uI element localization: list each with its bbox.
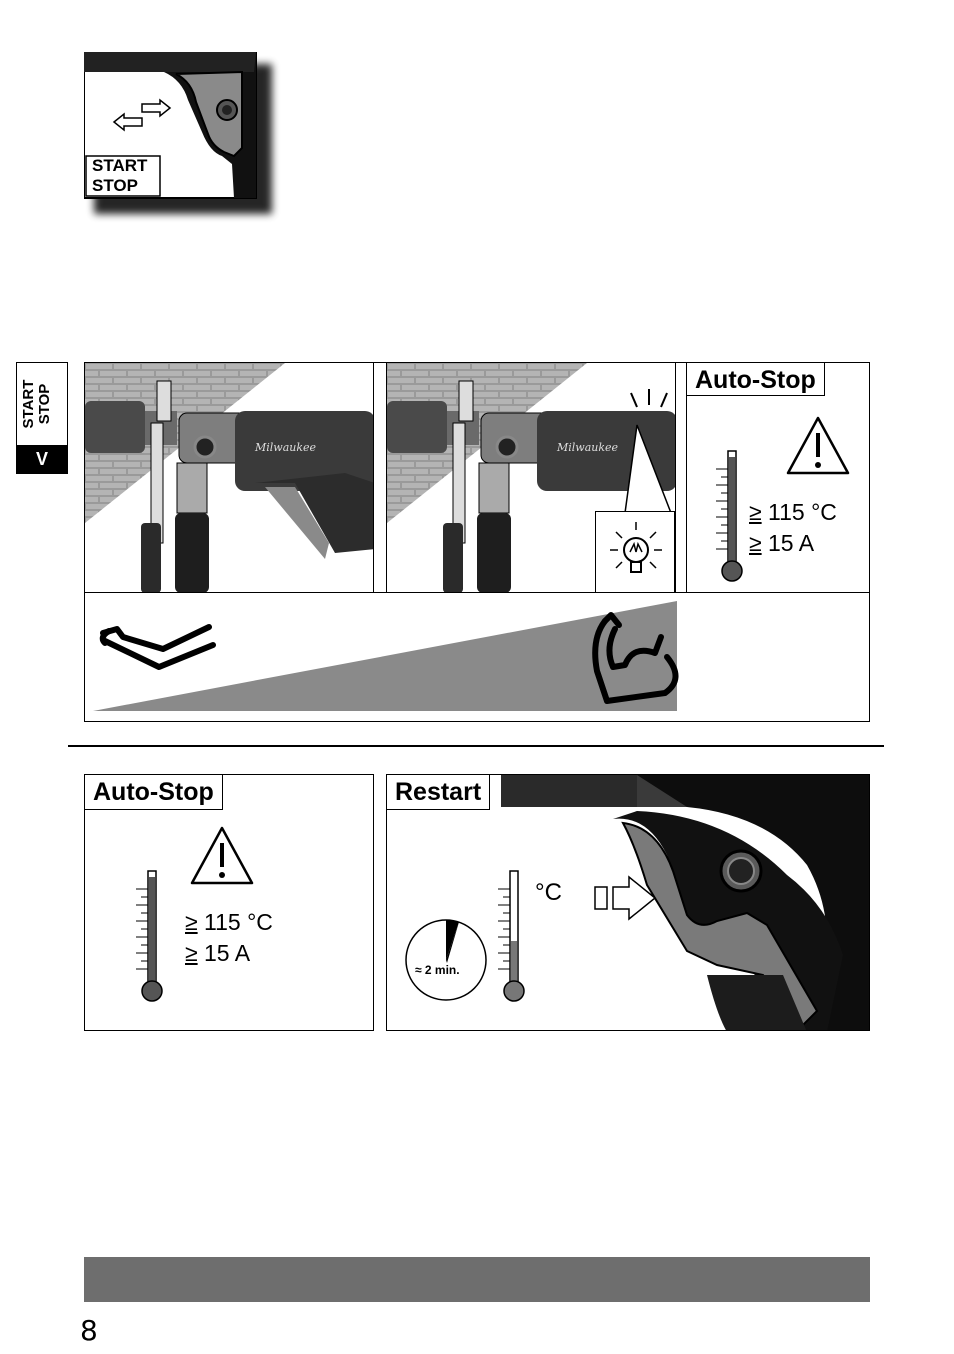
arm-icon [99,624,216,670]
auto-stop-spec-2: ≥ 115 °C ≥ 15 A [185,907,273,969]
temp-threshold: 115 °C [204,909,273,935]
restart-title: Restart [386,774,491,810]
ge-symbol: ≥ [185,940,198,966]
ge-symbol: ≥ [749,530,762,556]
section-tab-label: START STOP [20,369,53,439]
timer-icon [405,919,487,1001]
drill-handle-illustration [501,775,869,1030]
section-letter: V [17,445,67,473]
temperature-unit: °C [535,879,562,906]
load-ramp-panel [84,592,686,722]
svg-text:Milwaukee: Milwaukee [556,441,619,454]
section-tab: START STOP V [16,362,68,474]
tab-line-start: START [20,379,37,429]
thermometer-icon [136,870,163,1002]
start-stop-label-1: START [92,156,148,175]
ge-symbol: ≥ [749,499,762,525]
auto-stop-spec-1: ≥ 115 °C ≥ 15 A [749,497,837,559]
timer-label: ≈ 2 min. [415,963,460,977]
start-stop-label-2: STOP [92,176,138,195]
thermometer-icon [716,450,743,582]
brand-logo: Milwaukee [254,441,317,454]
current-threshold: 15 A [768,530,815,556]
current-threshold: 15 A [204,940,251,966]
drill-warning-illustration: Milwaukee [387,363,675,592]
page-number: 8 [80,1314,98,1347]
tab-line-stop: STOP [36,383,53,425]
arm-icon [592,612,679,704]
drill-illustration: Milwaukee [85,363,373,592]
section-divider [68,745,884,747]
warning-triangle-icon [190,826,254,885]
warning-triangle-icon [786,416,850,475]
footer-bar [84,1257,870,1302]
drill-panel-normal: Milwaukee [84,362,374,593]
auto-stop-panel-2: ≥ 115 °C ≥ 15 A [84,774,374,1031]
start-stop-figure: START STOP [83,51,274,222]
temp-threshold: 115 °C [768,499,837,525]
warning-light-inset [595,511,675,592]
auto-stop-title-1: Auto-Stop [686,362,825,396]
thermometer-icon [498,870,525,1002]
arrow-right-icon [594,875,657,921]
restart-panel: °C ≈ 2 min. [386,774,870,1031]
start-stop-switch-icon [83,51,272,214]
auto-stop-title-2: Auto-Stop [84,774,223,810]
load-ramp-illustration [93,601,679,711]
drill-panel-warning: Milwaukee [386,362,676,593]
ge-symbol: ≥ [185,909,198,935]
bulb-icon [610,522,662,573]
